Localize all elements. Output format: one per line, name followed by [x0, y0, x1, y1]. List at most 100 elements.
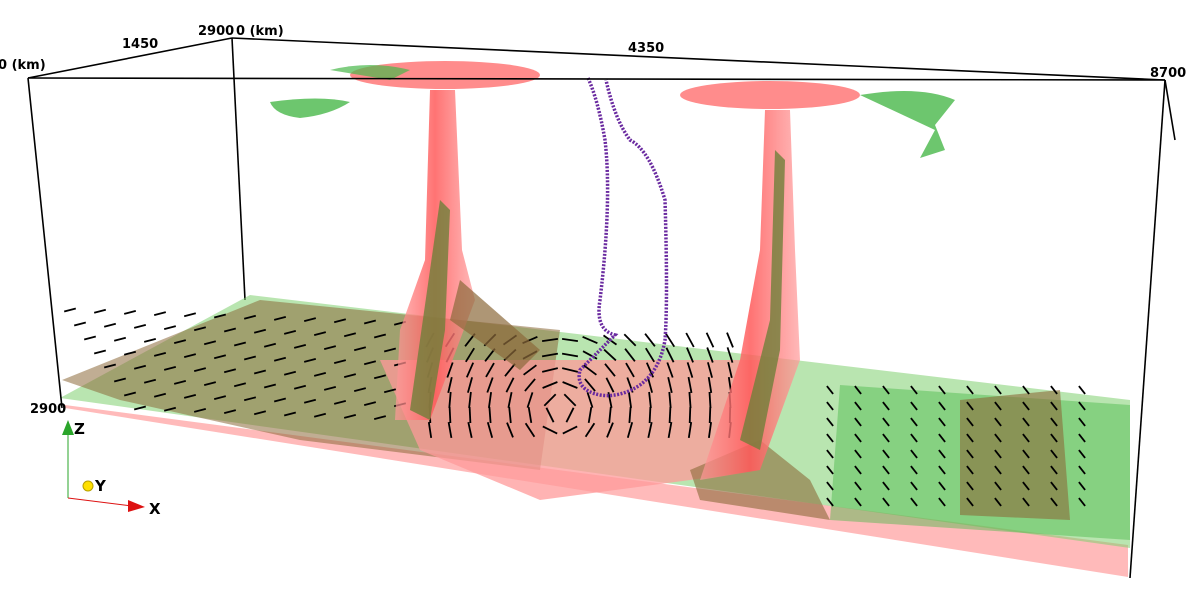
flow-vector	[705, 332, 715, 348]
flow-vectors	[63, 307, 1086, 507]
flow-vector	[223, 409, 237, 414]
flow-vector	[1022, 401, 1030, 411]
flow-vector	[427, 421, 433, 439]
flow-vector	[966, 465, 974, 475]
flow-vector	[93, 308, 107, 314]
flow-vector	[153, 352, 167, 357]
flow-vector	[313, 412, 327, 418]
flow-vector	[504, 363, 516, 377]
flow-vector	[826, 385, 834, 395]
flow-vector	[293, 384, 307, 390]
flow-vector	[910, 401, 918, 411]
flow-vector	[938, 385, 946, 395]
flow-vector	[63, 307, 77, 313]
flow-vector	[706, 347, 714, 363]
flow-vector	[826, 481, 834, 491]
flow-vector	[93, 349, 107, 355]
flow-vector	[938, 497, 946, 507]
flow-vector	[586, 392, 594, 408]
flow-vector	[1022, 497, 1030, 507]
flow-vector	[203, 381, 217, 386]
flow-vector	[363, 360, 377, 366]
flow-vector	[994, 433, 1002, 443]
flow-vector	[561, 338, 579, 342]
flow-vector	[648, 391, 652, 409]
tick-label-x-8700: 8700	[1150, 66, 1187, 81]
flow-vector	[446, 362, 454, 378]
flow-vector	[707, 376, 713, 394]
flow-vector	[562, 425, 578, 435]
flow-vector	[1050, 433, 1058, 443]
flow-vector	[545, 407, 555, 423]
flow-vector	[123, 310, 137, 315]
flow-vector	[854, 401, 862, 411]
flow-vector	[541, 338, 559, 342]
flow-vector	[587, 406, 593, 424]
flow-vector	[303, 358, 317, 363]
flow-vector	[854, 433, 862, 443]
flow-vector	[468, 406, 472, 424]
flow-vector	[665, 347, 675, 363]
flow-vector	[465, 347, 475, 363]
orientation-axes	[62, 420, 145, 512]
flow-vector	[283, 411, 297, 417]
flow-vector	[273, 397, 287, 403]
flow-vector	[688, 391, 692, 409]
flow-vector	[826, 465, 834, 475]
flow-vector	[687, 376, 693, 394]
flow-vector	[854, 465, 862, 475]
flow-vector	[448, 406, 452, 424]
flow-vector	[467, 377, 473, 393]
flow-vector	[854, 449, 862, 459]
flow-vector	[604, 363, 616, 377]
flow-vector	[882, 497, 890, 507]
flow-vector	[485, 362, 495, 378]
flow-vector	[343, 414, 357, 419]
flow-vector	[123, 391, 137, 397]
flow-vector	[966, 401, 974, 411]
flow-vector	[353, 387, 367, 392]
flow-vector	[882, 449, 890, 459]
flow-vector	[1022, 449, 1030, 459]
flow-vector	[686, 362, 694, 378]
flow-vector	[163, 366, 177, 371]
left-plume	[350, 61, 540, 420]
flow-vector	[527, 406, 533, 424]
flow-vector	[273, 316, 287, 321]
flow-vector	[183, 394, 197, 399]
flow-vector	[508, 406, 512, 424]
flow-vector	[363, 319, 377, 325]
flow-vector	[994, 385, 1002, 395]
flow-vector	[273, 356, 287, 362]
flow-vector	[1022, 433, 1030, 443]
axis-label-z: Z	[74, 420, 85, 438]
flow-vector	[1078, 385, 1086, 395]
flow-vector	[233, 341, 247, 347]
flow-vector	[667, 376, 673, 394]
flow-vector	[882, 465, 890, 475]
flow-vector	[994, 481, 1002, 491]
flow-vector	[133, 364, 147, 370]
flow-vector	[465, 362, 475, 378]
flow-vector	[343, 332, 357, 338]
flow-vector	[133, 324, 147, 329]
flow-vector	[153, 311, 167, 316]
flow-vector	[1078, 497, 1086, 507]
flow-vector	[233, 382, 247, 388]
flow-vector	[488, 406, 492, 424]
flow-vector	[373, 374, 387, 380]
flow-vector	[994, 417, 1002, 427]
flow-vector	[1022, 417, 1030, 427]
flow-vector	[173, 339, 187, 344]
flow-vector	[666, 362, 674, 378]
flow-vector	[83, 335, 97, 341]
flow-vector	[343, 373, 357, 378]
flow-vector	[668, 406, 672, 424]
bounding-box-front	[27, 37, 1176, 579]
flow-vector	[486, 377, 494, 393]
flow-vector	[448, 391, 452, 409]
flow-vector	[313, 331, 327, 336]
flow-vector	[1050, 497, 1058, 507]
flow-vector	[293, 344, 307, 349]
